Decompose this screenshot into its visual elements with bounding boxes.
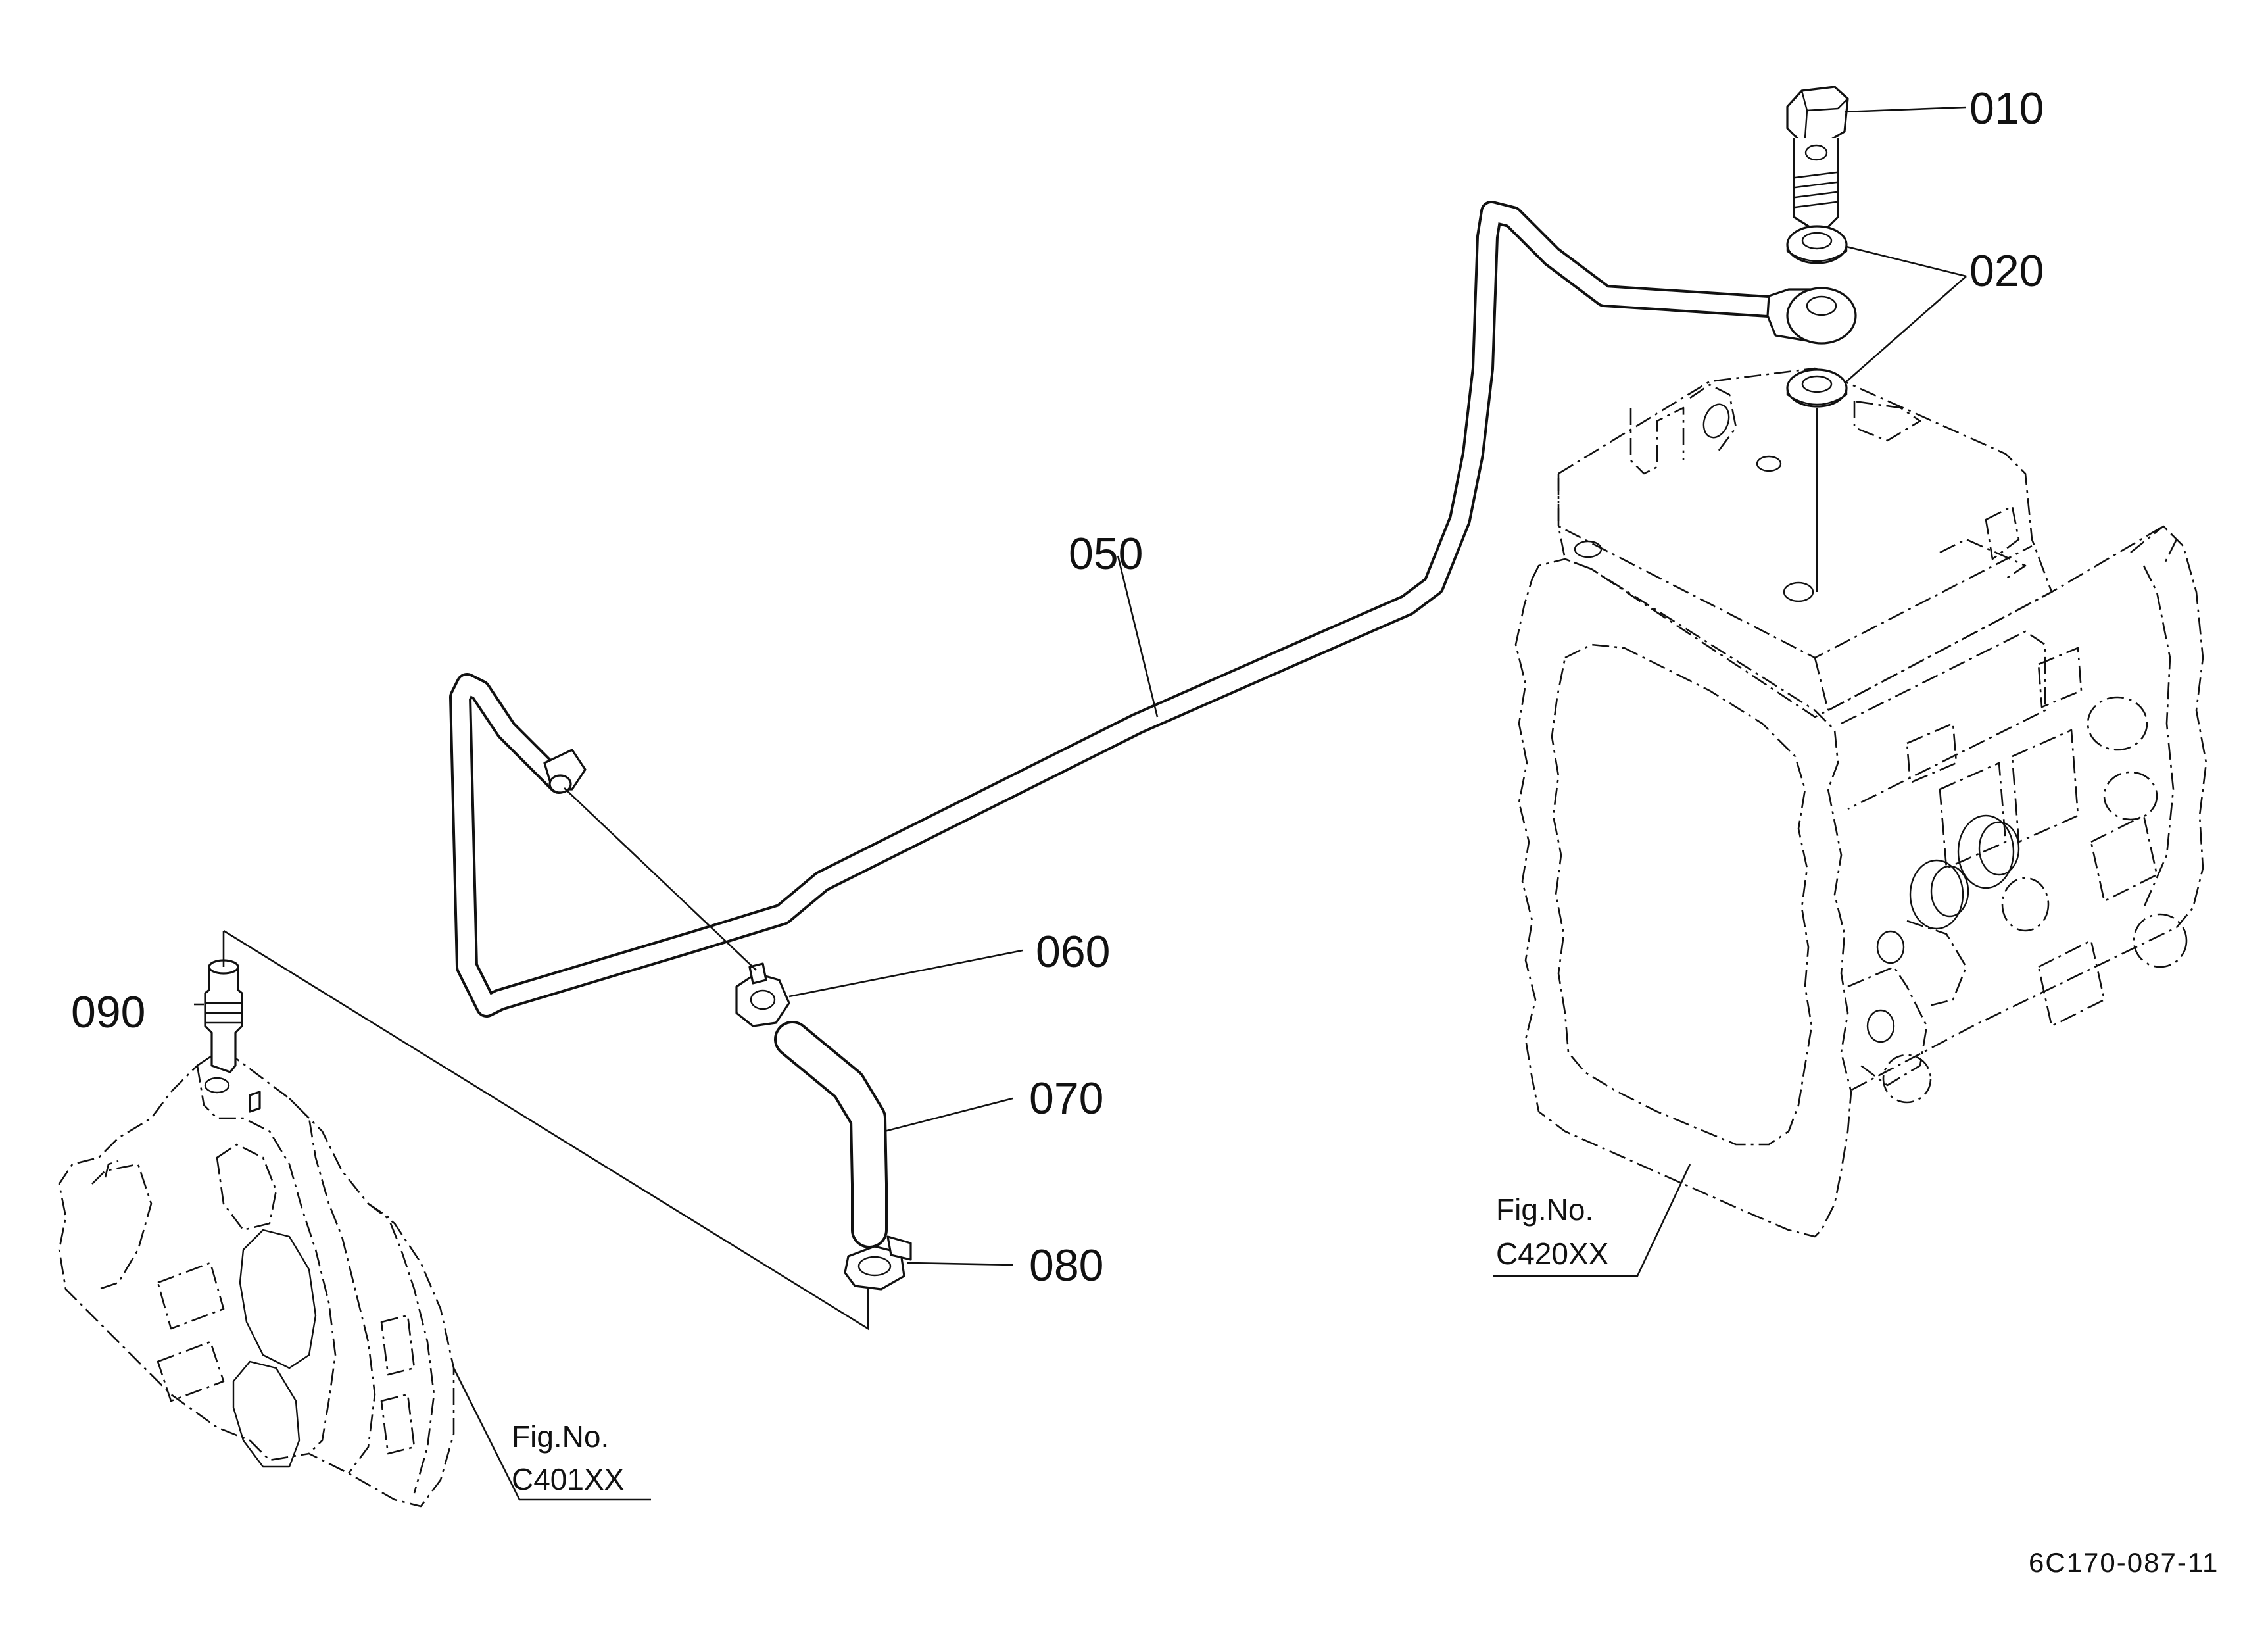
- fig-ref-right-label: Fig.No.: [1496, 1192, 1593, 1227]
- leader-fig-right: [1493, 1164, 1691, 1277]
- assembly-line-hose-to-housing: [223, 929, 869, 1331]
- banjo-bolt-010: [1786, 86, 1849, 228]
- seal-washer-020-lower: [1786, 368, 1848, 408]
- callout-070: 070: [1029, 1073, 1103, 1123]
- hose-clamp-060: [735, 962, 790, 1027]
- drawing-code: 6C170-087-11: [2029, 1547, 2219, 1578]
- nipple-fitting-090: [204, 959, 243, 1073]
- assembly-line-pipe-to-clamp: [564, 787, 757, 971]
- hose-clamp-080: [844, 1235, 912, 1291]
- leader-070: [884, 1097, 1013, 1133]
- leader-050: [1117, 555, 1159, 718]
- fig-ref-left-code: C401XX: [512, 1462, 624, 1496]
- leader-080: [907, 1262, 1013, 1266]
- leader-010: [1844, 106, 1967, 113]
- leader-020: [1846, 245, 1967, 382]
- oil-pipe-050: [449, 201, 1800, 1018]
- hose-070: [774, 1021, 888, 1248]
- callout-060: 060: [1036, 927, 1110, 977]
- seal-washer-020-upper: [1786, 225, 1848, 264]
- transmission-housing-right: [1514, 367, 2208, 1238]
- banjo-fitting: [1766, 287, 1857, 345]
- callout-090: 090: [71, 987, 145, 1037]
- callout-050: 050: [1069, 529, 1143, 579]
- fig-ref-right-code: C420XX: [1496, 1237, 1608, 1271]
- callout-010: 010: [1969, 84, 2044, 134]
- fig-ref-left-label: Fig.No.: [512, 1419, 609, 1454]
- transmission-housing-left: [58, 1051, 455, 1508]
- callout-080: 080: [1029, 1241, 1103, 1291]
- leader-060: [788, 949, 1023, 998]
- callout-020: 020: [1969, 246, 2044, 296]
- leader-fig-left: [452, 1367, 651, 1501]
